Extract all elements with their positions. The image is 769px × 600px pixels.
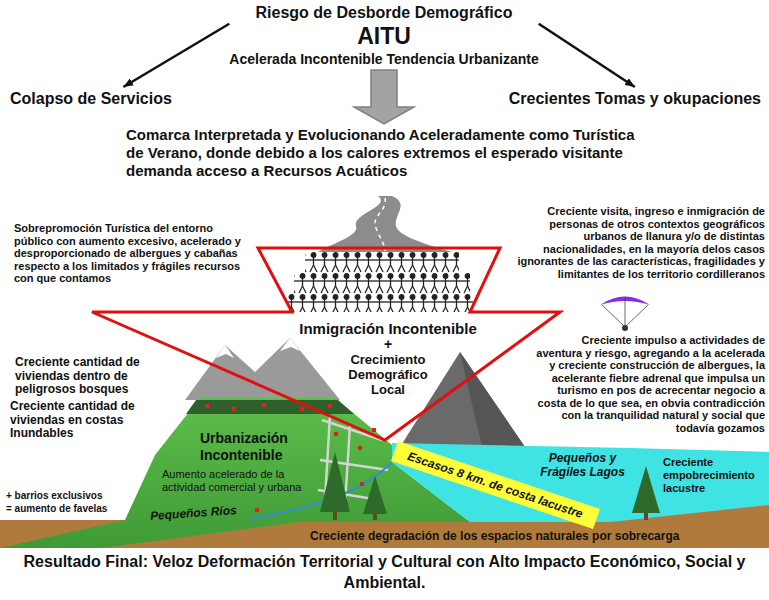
crowd-row [305,252,459,273]
house [360,482,364,486]
effect-heading: Colapso de Servicios [10,89,172,109]
effect-heading: Crecientes Tomas y okupaciones [509,89,761,109]
annotation-text: Creciente visita, ingreso e inmigración … [505,205,765,280]
house [205,404,209,408]
tree-trunk [644,513,648,520]
crowd-row [286,294,473,312]
house [255,508,259,512]
annotation-text: Creciente degradación de los espacios na… [310,529,679,544]
annotation-text: Sobrepromoción Turística del entorno púb… [14,222,252,285]
house [232,407,236,411]
dark-mountain-shade [460,352,525,447]
node-text-group: Inmigración Incontenible+Crecimiento Dem… [278,320,498,397]
tree-trunk [373,514,377,520]
node-text: Comarca Interpretada y Evolucionando Ace… [126,126,654,180]
crowd-row [294,273,470,294]
node-text: Acelerada Incontenible Tendencia Urbaniz… [229,50,538,68]
tree-trunk [333,512,337,520]
arrow-line [539,24,635,87]
annotation-text: Creciente impulso a actividades de avent… [535,334,765,434]
star-outline-shape [92,248,560,440]
paraglider-pilot [622,325,628,331]
star-outline [88,246,564,444]
grey-mountains [185,338,340,400]
annotation-text: Aumento acelerado de la actividad comerc… [162,468,317,494]
tree [632,466,660,513]
node-text: Colapso de Servicios [10,89,172,109]
node-text: Inmigración Incontenible [278,320,498,337]
house [372,428,376,432]
snow-cap [216,345,234,358]
green-land [0,398,470,548]
snow-cap [280,338,300,351]
annotation-text: Pequeños y Frágiles Lagos [525,451,640,479]
block-arrow [354,70,414,124]
road-center-line [375,198,386,251]
house [334,432,338,436]
house [262,403,266,407]
heading-block: Riesgo de Desborde DemográficoAITUAceler… [229,3,538,68]
house [300,407,304,411]
node-text: AITU [229,23,538,50]
node-text: Crecientes Tomas y okupaciones [509,89,761,109]
house [328,404,332,408]
annotation-text: Creciente cantidad de viviendas dentro d… [15,356,170,397]
paraglider-lines [602,297,648,326]
annotation-text: Creciente cantidad de viviendas en costa… [10,400,160,441]
annotation-text: = aumento de favelas [6,503,121,515]
annotation-text: Urbanización Incontenible [200,430,310,464]
node-text: Riesgo de Desborde Demográfico [229,3,538,23]
annotation-text: + barrios exclusivos [6,490,121,502]
annotation-text: Creciente empobrecimiento lacustre [663,456,765,495]
caption-text: Resultado Final: Veloz Deformación Terri… [8,551,761,593]
lake [392,443,769,522]
node-text: Crecimiento Demográfico Local [338,352,438,397]
star-arrow: Inmigración Incontenible+Crecimiento Dem… [88,246,564,444]
context-statement: Comarca Interpretada y Evolucionando Ace… [126,126,654,180]
tree [363,476,387,514]
forest-band [186,400,354,414]
arrow-line [123,24,229,87]
house [358,446,362,450]
tree [320,452,350,512]
road [318,196,452,252]
node-text: + [278,337,498,352]
